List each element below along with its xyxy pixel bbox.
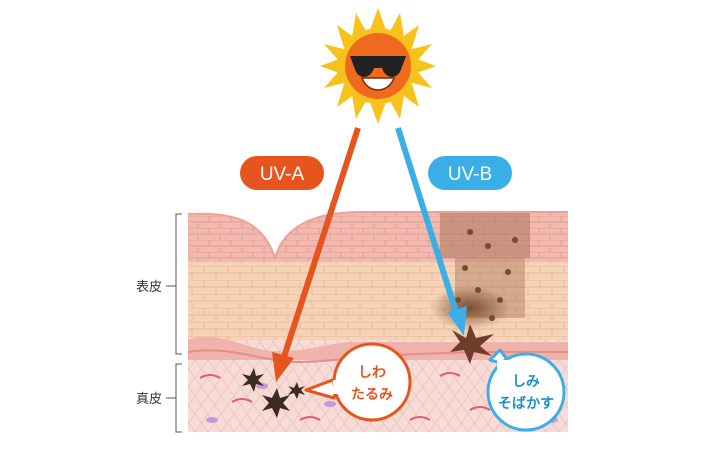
- uvb-effect-line1: しみ: [512, 374, 540, 390]
- uva-label: UV-A: [260, 164, 305, 185]
- pigmentation-area: [430, 212, 530, 364]
- layer-bracket: [166, 213, 182, 433]
- dermis-label: 真皮: [136, 392, 162, 407]
- skin-cross-section: [188, 212, 568, 432]
- uva-arrow: [272, 127, 361, 382]
- uva-effect-line2: たるみ: [351, 387, 393, 403]
- melanocyte-spot: [450, 324, 494, 364]
- uva-effect-line1: しわ: [358, 365, 386, 381]
- uva-badge: UV-A: [240, 156, 324, 190]
- sun-with-sunglasses-icon: [320, 8, 436, 124]
- uvb-label: UV-B: [448, 164, 492, 185]
- uvb-badge: UV-B: [428, 156, 512, 190]
- collagen-damage: [242, 368, 305, 418]
- epidermis-label: 表皮: [136, 280, 162, 295]
- basement-membrane: [188, 349, 568, 364]
- uvb-effect-bubble: しみ そばかす: [486, 348, 566, 432]
- uvb-arrow: [395, 127, 467, 336]
- uva-effect-bubble: しわ たるみ: [304, 342, 412, 422]
- uvb-effect-line2: そばかす: [498, 396, 554, 412]
